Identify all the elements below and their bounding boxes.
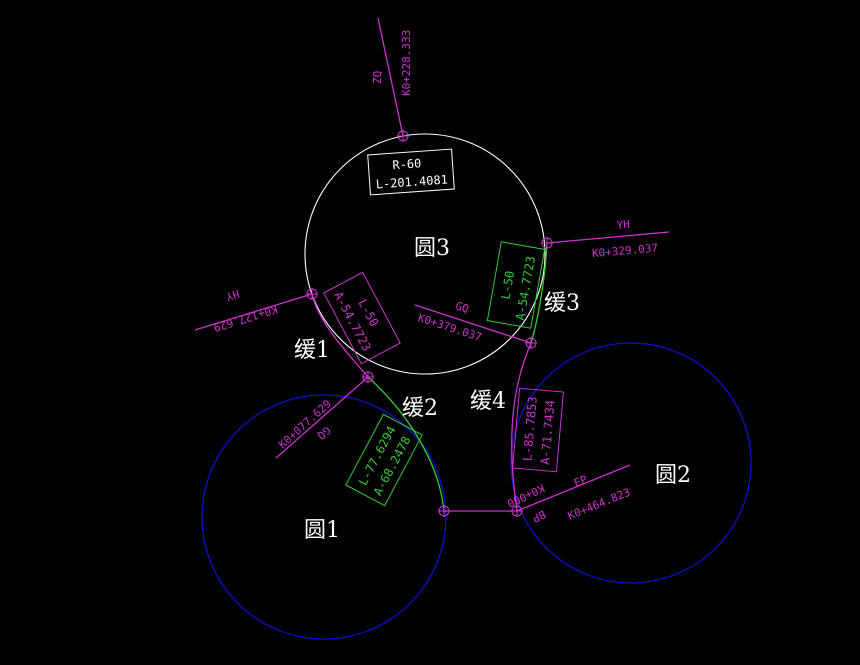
circle3-label: 圆3 bbox=[414, 236, 450, 261]
hy-code: HY bbox=[224, 287, 241, 303]
spiral2-parameter-box: L-77.6294 A-68.2478 bbox=[345, 413, 423, 507]
spiral-3-curve bbox=[530, 242, 548, 344]
zq-chainage-label: K0+228.333 bbox=[400, 30, 413, 96]
gq-top-station-label: GQ K0+379.037 bbox=[416, 299, 483, 344]
zq-chainage: K0+228.333 bbox=[400, 30, 413, 96]
circle-3 bbox=[304, 133, 546, 375]
spiral1-parameter-box: L-50 A-54.7723 bbox=[323, 271, 401, 365]
ep-code: EP bbox=[572, 473, 590, 490]
yh-leader-line bbox=[546, 231, 670, 244]
hy-point-marker bbox=[306, 288, 318, 300]
zq-station-label: ZQ bbox=[371, 71, 384, 84]
circle3-box-line2: L-201.4081 bbox=[375, 172, 448, 191]
gq-top-code: GQ bbox=[454, 299, 471, 315]
circle1-point-marker bbox=[438, 505, 450, 517]
gq-left-leader-line bbox=[275, 376, 369, 459]
bp-point-marker bbox=[511, 505, 523, 517]
circle1-label: 圆1 bbox=[304, 518, 340, 543]
zq-leader-line bbox=[377, 17, 404, 137]
circle2-label: 圆2 bbox=[655, 463, 691, 488]
yh-point-marker bbox=[541, 237, 553, 249]
hy-chainage: K0+127.629 bbox=[212, 302, 279, 334]
zq-point-marker bbox=[397, 130, 409, 142]
ep-chainage: K0+464.823 bbox=[566, 486, 632, 523]
bp-code: BP bbox=[530, 507, 548, 525]
spiral3-parameter-box: L-50 A-54.7723 bbox=[486, 241, 546, 329]
spiral4-parameter-box: L-85.7853 A-71.7434 bbox=[512, 387, 564, 473]
bp-chainage: K0+000 bbox=[505, 481, 547, 510]
spiral-2-curve bbox=[367, 376, 445, 512]
gq-top-point-marker bbox=[525, 337, 537, 349]
yh-code: YH bbox=[616, 218, 630, 232]
hy-leader-line bbox=[194, 293, 313, 331]
yh-chainage: K0+329.037 bbox=[591, 241, 658, 260]
spiral-4-curve bbox=[511, 342, 532, 512]
point-markers bbox=[306, 130, 553, 517]
circle3-parameter-box: R-60 L-201.4081 bbox=[367, 148, 455, 196]
circle-1 bbox=[201, 394, 447, 640]
gq-top-leader-line bbox=[414, 304, 532, 344]
circle-2 bbox=[510, 342, 752, 584]
hy-station-label: K0+127.629 HY bbox=[212, 287, 279, 334]
bp-station-label: K0+000 BP bbox=[505, 481, 548, 525]
circle3-box-line1: R-60 bbox=[392, 156, 422, 172]
spiral4-label: 缓4 bbox=[470, 389, 506, 414]
gq-left-code: GQ bbox=[315, 424, 334, 443]
spiral3-box-line1: L-50 bbox=[498, 270, 517, 301]
spiral3-label: 缓3 bbox=[544, 291, 580, 316]
gq-left-station-label: K0+077.629 GQ bbox=[276, 397, 334, 451]
yh-station-label: YH K0+329.037 bbox=[591, 218, 658, 260]
spiral-1-curve bbox=[311, 293, 369, 378]
zq-code: ZQ bbox=[371, 71, 384, 84]
spiral4-box-line1: L-85.7853 bbox=[520, 396, 540, 462]
spiral2-label: 缓2 bbox=[402, 396, 438, 421]
gq-left-point-marker bbox=[362, 371, 374, 383]
spiral4-box-line2: A-71.7434 bbox=[538, 399, 558, 465]
ep-leader-line bbox=[516, 464, 631, 512]
spiral1-label: 缓1 bbox=[294, 338, 330, 363]
spiral3-box-line2: A-54.7723 bbox=[513, 255, 538, 321]
